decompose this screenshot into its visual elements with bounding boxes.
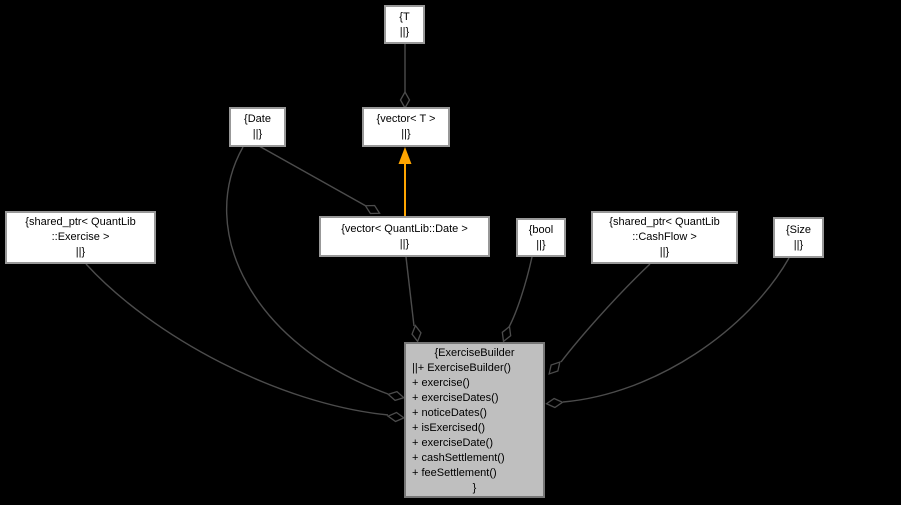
node-label: {Date	[244, 113, 271, 125]
node-label: ||}	[252, 128, 263, 140]
class-member: + exerciseDates()	[412, 392, 499, 404]
node-vector-t[interactable]: {vector< T > ||}	[362, 107, 450, 147]
node-label: {bool	[528, 223, 554, 236]
node-label: ::CashFlow >	[632, 231, 697, 243]
edge-bool-to-builder	[501, 256, 533, 343]
node-t[interactable]: {T ||}	[384, 5, 425, 44]
class-member: + exercise()	[412, 377, 470, 389]
node-label: {vector< QuantLib::Date >	[341, 222, 468, 235]
node-vector-quantlib-date[interactable]: {vector< QuantLib::Date > ||}	[319, 216, 490, 257]
node-size[interactable]: {Size ||}	[773, 217, 824, 258]
node-shared-ptr-exercise[interactable]: {shared_ptr< QuantLib ::Exercise > ||}	[5, 211, 156, 264]
node-label: {shared_ptr< QuantLib	[609, 216, 720, 228]
node-label: ::Exercise >	[51, 231, 110, 243]
node-label: ||}	[399, 237, 410, 250]
node-label: {Size	[785, 223, 812, 236]
edge-date-to-builder	[226, 146, 406, 402]
node-label: ||}	[536, 238, 546, 251]
node-bool[interactable]: {bool ||}	[516, 218, 566, 257]
class-member: + exerciseDate()	[412, 437, 494, 449]
node-label: ||}	[75, 246, 86, 258]
class-title: {ExerciseBuilder	[434, 347, 515, 359]
class-closing-brace: }	[472, 482, 477, 494]
class-member: + isExercised()	[412, 422, 486, 434]
node-label: ||}	[659, 246, 670, 258]
node-exercise-builder[interactable]: {ExerciseBuilder ||+ ExerciseBuilder() +…	[404, 342, 545, 498]
class-member: + noticeDates()	[412, 407, 487, 419]
node-shared-ptr-cashflow[interactable]: {shared_ptr< QuantLib ::CashFlow > ||}	[591, 211, 738, 264]
node-label: ||}	[399, 25, 410, 38]
class-member: + feeSettlement()	[412, 467, 497, 479]
node-label: ||}	[793, 238, 804, 251]
edge-exercise-to-builder	[85, 263, 406, 423]
class-member: + cashSettlement()	[412, 452, 505, 464]
node-label: {shared_ptr< QuantLib	[25, 216, 136, 228]
edge-date-to-vector-date	[258, 145, 381, 215]
node-date[interactable]: {Date ||}	[229, 107, 286, 147]
class-member: ||+ ExerciseBuilder()	[412, 362, 511, 374]
node-label: {vector< T >	[376, 113, 436, 125]
edge-size-to-builder	[545, 257, 790, 409]
node-label: {T	[399, 10, 410, 23]
edge-vector-date-to-builder	[405, 256, 422, 343]
edge-template-instantiation	[398, 147, 412, 216]
edge-t-to-vector-t	[399, 44, 411, 110]
node-label: ||}	[401, 128, 411, 140]
edge-cashflow-to-builder	[548, 263, 651, 375]
